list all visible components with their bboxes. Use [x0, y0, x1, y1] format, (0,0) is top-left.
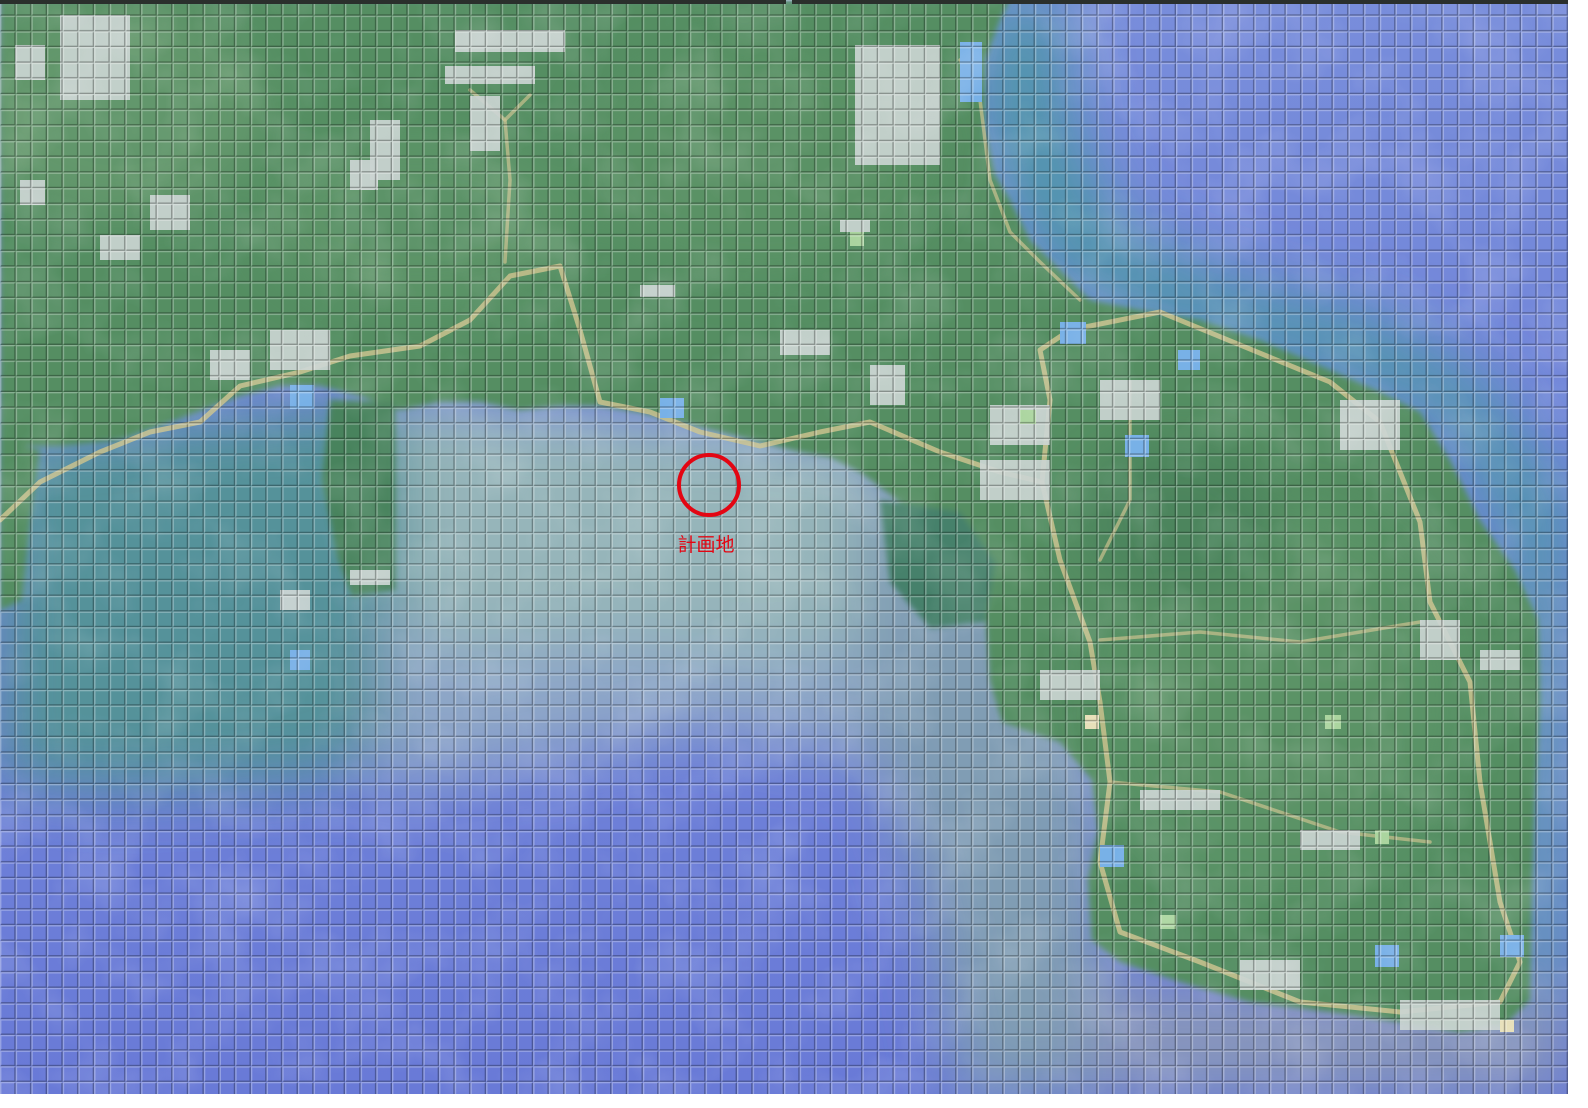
mosaic-tile-overlay [0, 0, 1568, 1094]
marker-circle [677, 453, 741, 517]
planned-site-marker: 計画地 [677, 453, 741, 556]
top-border-left [0, 0, 786, 4]
top-border-right [792, 0, 1568, 4]
marker-label: 計画地 [677, 534, 734, 556]
map-canvas: 計画地 [0, 0, 1568, 1094]
aerial-map: 計画地 [0, 0, 1568, 1094]
